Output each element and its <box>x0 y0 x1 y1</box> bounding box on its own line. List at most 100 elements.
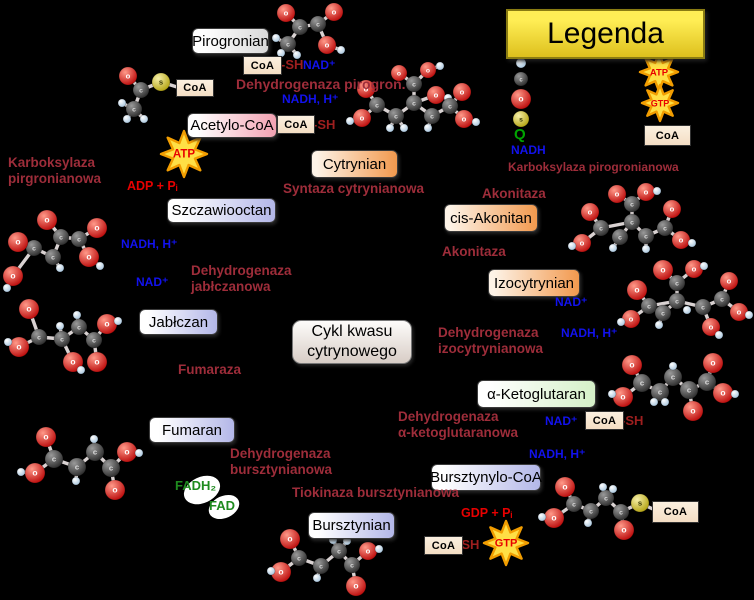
atom-h <box>660 397 670 407</box>
atom-o <box>621 354 643 376</box>
atom-c <box>423 107 441 125</box>
svg-text:c: c <box>92 338 96 345</box>
svg-text:o: o <box>10 271 15 281</box>
atom-o <box>86 351 108 373</box>
nadh-pyruvate-line: NADH, H⁺ <box>282 92 339 106</box>
nad-malate-line: NAD⁺ <box>136 275 169 289</box>
atom-o <box>652 259 674 281</box>
atom-c <box>668 292 686 310</box>
metabolite-label: Acetylo-CoA <box>190 117 274 134</box>
atom-o <box>607 184 627 204</box>
atom-h <box>312 573 322 583</box>
enz-isocitrate-dh-line: Dehydrogenaza <box>438 325 539 340</box>
atom-c <box>44 248 62 266</box>
atom-h <box>730 389 740 399</box>
atom-h <box>72 310 82 320</box>
atom-s <box>630 493 650 513</box>
energy-star-gtp-main: GTP <box>482 519 530 567</box>
atom-o <box>35 426 57 448</box>
metabolite-bursztynian: Bursztynian <box>308 512 395 539</box>
svg-text:o: o <box>366 547 371 556</box>
svg-text:c: c <box>52 455 57 464</box>
gdp-pi-line: GDP + Pᵢ <box>461 506 513 520</box>
atom-h <box>345 116 355 126</box>
atom-o <box>7 231 29 253</box>
atom-o <box>554 476 576 498</box>
svg-text:o: o <box>104 319 109 329</box>
svg-text:o: o <box>621 525 626 535</box>
metabolite-cis-akonitan: cis-Akonitan <box>444 204 538 232</box>
svg-text:c: c <box>720 297 724 304</box>
molecule-legend-atoms: cos <box>510 57 532 128</box>
fad-line: FAD <box>209 498 235 513</box>
atom-c <box>53 330 71 348</box>
energy-star-atp-main: ATP <box>159 129 209 179</box>
atom-o <box>719 271 739 291</box>
atom-c <box>309 15 327 33</box>
coa-sh-acetyl-line: -SH <box>313 117 336 132</box>
svg-text:c: c <box>337 549 341 556</box>
atom-c <box>125 100 143 118</box>
atom-h <box>336 45 346 55</box>
nad-aketo: NAD⁺ <box>545 414 577 429</box>
atom-h <box>16 467 26 477</box>
legend-title-box: Legenda <box>506 9 705 59</box>
svg-text:c: c <box>139 88 143 95</box>
svg-text:c: c <box>51 255 55 262</box>
svg-text:o: o <box>460 88 465 97</box>
atom-c <box>694 298 712 316</box>
atom-h <box>292 50 302 60</box>
coa-sh-pyruvate: -SH <box>281 57 303 73</box>
svg-text:o: o <box>620 392 625 402</box>
atom-h <box>55 321 65 331</box>
atom-o <box>580 202 600 222</box>
nadh-pyruvate: NADH, H⁺ <box>282 92 339 107</box>
atom-c <box>640 297 658 315</box>
enz-malate-dh-line: jabłczanowa <box>191 278 271 294</box>
atom-c <box>592 219 610 237</box>
atom-o <box>8 336 30 358</box>
atom-h <box>399 123 409 133</box>
adp-pi-line: ADP + Pᵢ <box>127 179 178 193</box>
fadh2-line: FADH₂ <box>175 478 217 493</box>
svg-text:o: o <box>629 360 634 370</box>
svg-text:s: s <box>638 499 642 508</box>
svg-text:o: o <box>26 304 31 314</box>
svg-text:o: o <box>15 237 20 247</box>
enz-succinate-dh-line: Dehydrogenaza <box>230 446 331 461</box>
svg-text:o: o <box>70 357 75 367</box>
svg-text:c: c <box>75 463 80 472</box>
svg-text:o: o <box>462 115 467 124</box>
gdp-pi: GDP + Pᵢ <box>461 506 512 520</box>
svg-text:o: o <box>278 567 283 577</box>
atom-h <box>583 518 593 528</box>
svg-text:c: c <box>658 388 663 397</box>
atom-o <box>510 88 532 110</box>
coa-acetylcoa-tag: CoA <box>277 115 315 134</box>
atom-o <box>390 64 408 82</box>
atom-s <box>151 72 171 92</box>
enz-aketo-dh-line: Dehydrogenaza <box>398 409 499 424</box>
coa-sh-aketo-line: -SH <box>621 413 644 428</box>
nadh-malate: NADH, H⁺ <box>121 237 177 252</box>
enz-thiokinase-line: Tiokinaza bursztynianowa <box>292 485 460 500</box>
nad-isocitrate: NAD⁺ <box>555 295 587 310</box>
atom-c <box>405 94 423 112</box>
enz-fumarase-line: Fumaraza <box>178 362 242 377</box>
svg-text:c: c <box>32 246 36 253</box>
nadh-aketo-line: NADH, H⁺ <box>529 447 586 461</box>
enz-fumarase: Fumaraza <box>178 362 241 378</box>
svg-text:c: c <box>604 496 608 503</box>
svg-text:c: c <box>687 386 692 395</box>
svg-text:o: o <box>287 534 292 544</box>
metabolite-bursztynylo-coa: Bursztynylo-CoA <box>430 464 542 491</box>
atom-h <box>134 448 144 458</box>
metabolite-a-ketoglutaran: α-Ketoglutaran <box>477 380 596 408</box>
svg-text:c: c <box>93 448 98 457</box>
